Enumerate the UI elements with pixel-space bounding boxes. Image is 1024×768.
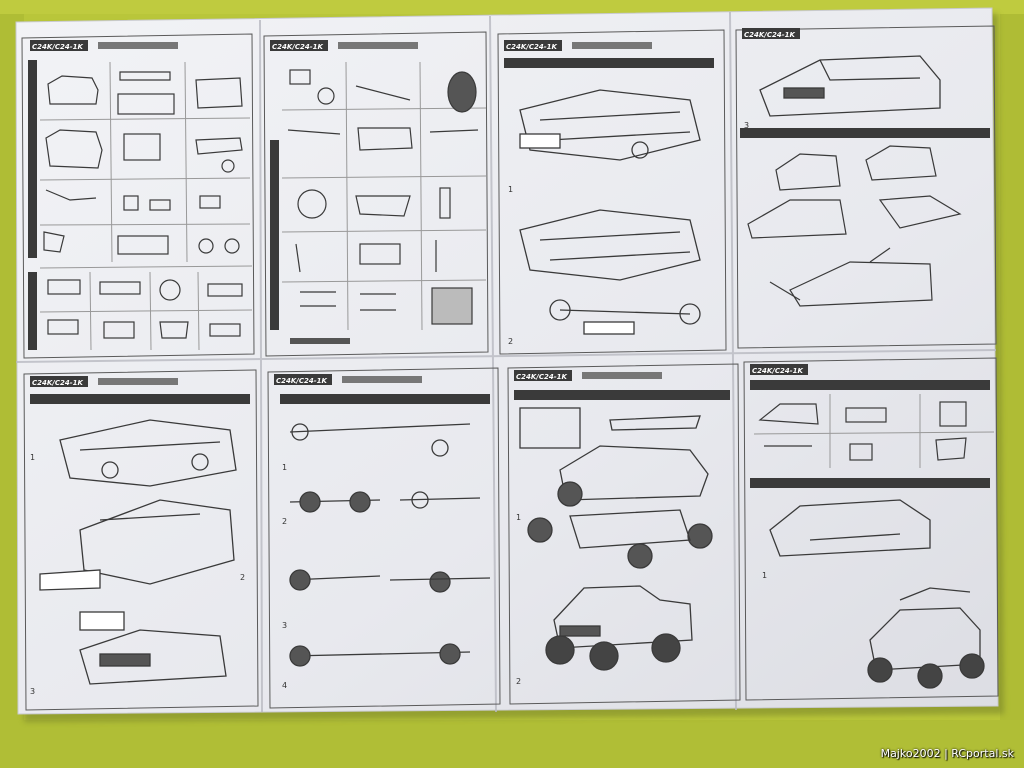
fold-lines [15, 11, 997, 713]
model-label-top-4: C24K/C24-1K [744, 31, 796, 39]
panel-5-step-3: 3 [30, 687, 35, 696]
panel-8-hardtop-assembly: 1 [743, 357, 999, 701]
photo-credit-watermark: Majko2002 | RCportal.sk [880, 747, 1014, 760]
panel-6-step-1: 1 [282, 463, 287, 472]
panel-3-chassis-assembly: 1 2 [497, 29, 727, 355]
model-label-bottom-2: C24K/C24-1K [276, 377, 328, 385]
sheet-model-labels: C24K/C24-1K C24K/C24-1K C24K/C24-1K C24K… [32, 31, 804, 387]
panel-1-parts-list [21, 33, 255, 359]
panel-7-pickup-assembly: 1 2 [507, 363, 741, 705]
model-label-bottom-4: C24K/C24-1K [752, 367, 804, 375]
model-label-top-1: C24K/C24-1K [32, 43, 84, 51]
panel-4-body-assembly: 3 [735, 25, 997, 349]
model-label-bottom-3: C24K/C24-1K [516, 373, 568, 381]
panel-5-frame-assembly: 1 2 3 [23, 369, 259, 711]
model-label-top-3: C24K/C24-1K [506, 43, 558, 51]
panel-5-step-2: 2 [240, 573, 245, 582]
model-label-bottom-1: C24K/C24-1K [32, 379, 84, 387]
panel-3-step-1: 1 [508, 185, 513, 194]
panel-3-step-2: 2 [508, 337, 513, 346]
panel-7-step-2: 2 [516, 677, 521, 686]
panel-5-step-1: 1 [30, 453, 35, 462]
panel-6-step-2: 2 [282, 517, 287, 526]
panel-6-step-4: 4 [282, 681, 287, 690]
panel-6-axle-assembly: 1 2 3 4 [267, 367, 501, 709]
panel-8-step-1: 1 [762, 571, 767, 580]
panel-6-step-3: 3 [282, 621, 287, 630]
panel-7-step-1: 1 [516, 513, 521, 522]
model-label-top-2: C24K/C24-1K [272, 43, 324, 51]
panel-2-hardware-list [263, 31, 489, 357]
panel-4-step-3: 3 [744, 121, 749, 130]
